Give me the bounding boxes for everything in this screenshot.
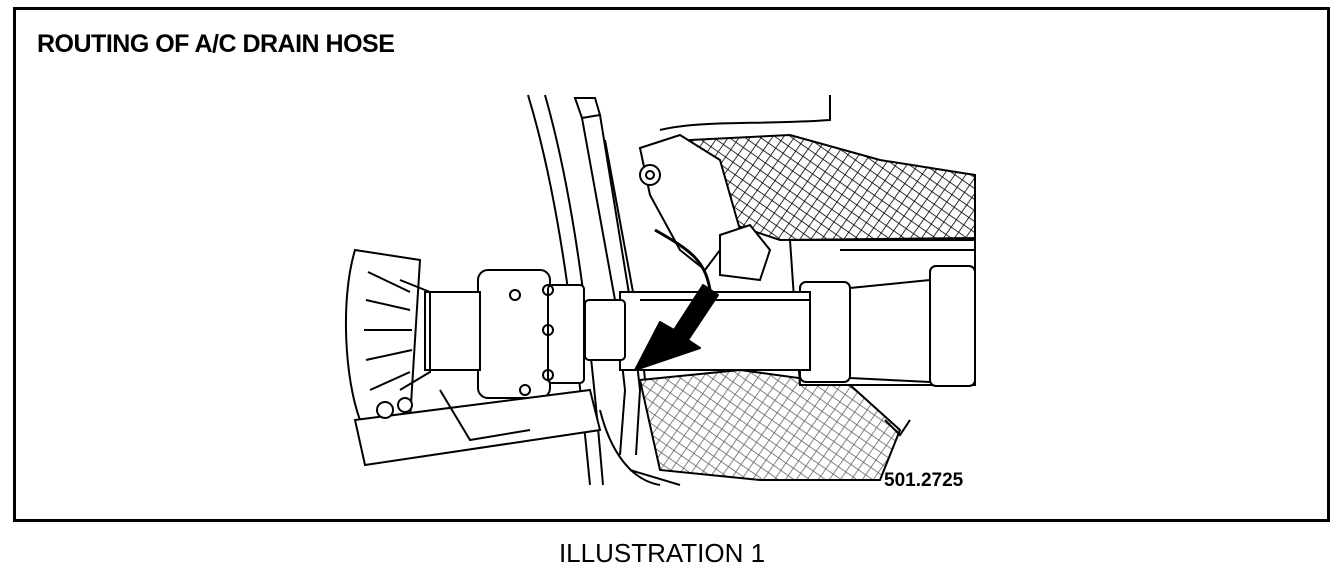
lower-floor xyxy=(638,368,902,481)
figure-title: ROUTING OF A/C DRAIN HOSE xyxy=(37,30,395,58)
figure-code: 501.2725 xyxy=(884,470,964,491)
control-arm xyxy=(353,388,602,467)
figure-caption: ILLUSTRATION 1 xyxy=(558,538,766,568)
drain-hose xyxy=(654,228,712,291)
differential-housing xyxy=(344,248,422,421)
pointer-arrow xyxy=(634,284,719,371)
